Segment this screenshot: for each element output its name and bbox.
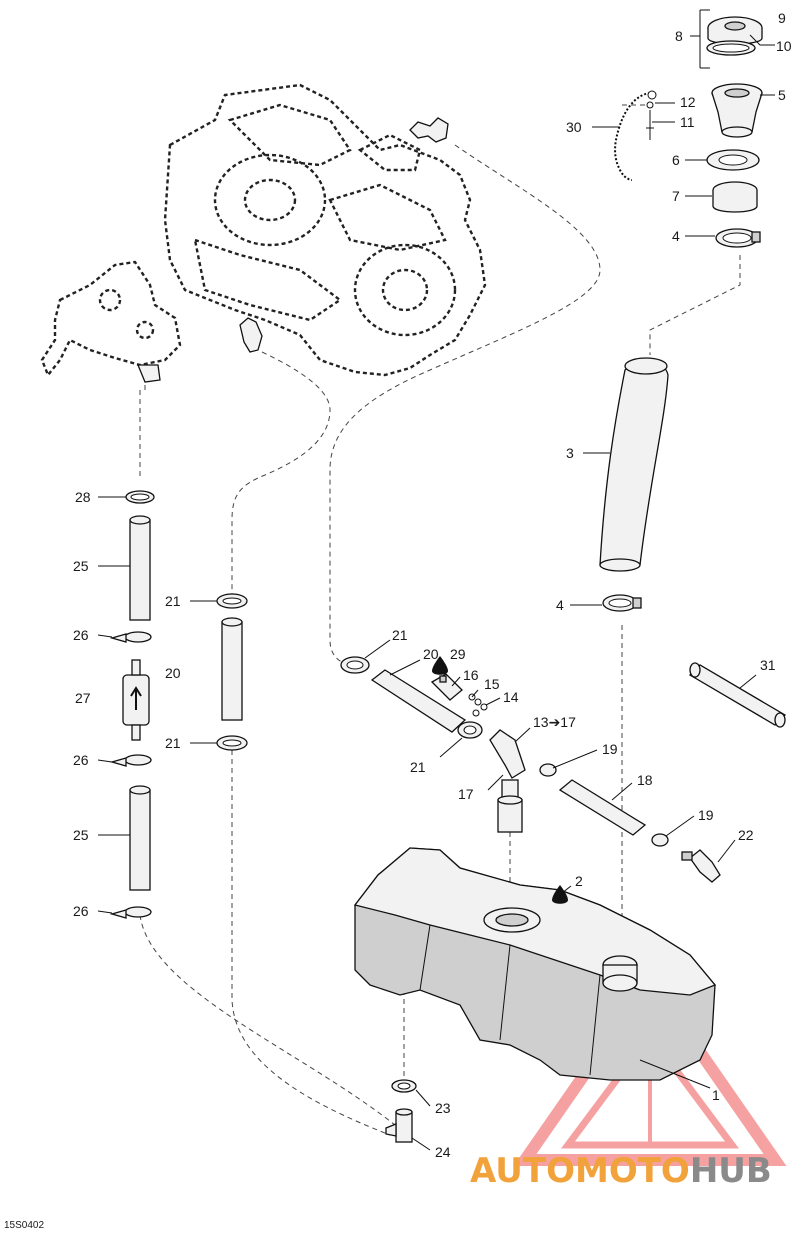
callout-labels: 1 2 3 4 4 5 6 7 8 9 10 11 12 13➔17 14 15… — [73, 10, 792, 1160]
clamp-21-right-upper — [340, 656, 370, 674]
callout-2: 2 — [575, 873, 583, 889]
clamp-21-lower — [216, 735, 248, 751]
brand-logo: AUTOMOTOHUB — [470, 1151, 772, 1191]
brand-auto: AUTO — [470, 1151, 575, 1191]
clamp-21-upper — [216, 593, 248, 609]
drop-icon-29 — [432, 656, 448, 675]
callout-21-d: 21 — [410, 759, 426, 775]
svg-text:AUTOMOTOHUB: AUTOMOTOHUB — [470, 1151, 772, 1191]
callout-27: 27 — [75, 690, 91, 706]
callout-20-right: 20 — [423, 646, 439, 662]
callout-26-lower: 26 — [73, 903, 89, 919]
callout-16: 16 — [463, 667, 479, 683]
brand-hub: HUB — [690, 1151, 772, 1191]
callout-5: 5 — [778, 87, 786, 103]
clamp-28 — [125, 490, 155, 504]
vent-hose-18 — [558, 779, 647, 836]
callout-6: 6 — [672, 152, 680, 168]
callout-26-upper: 26 — [73, 627, 89, 643]
hose-25-lower — [129, 785, 151, 891]
callout-3: 3 — [566, 445, 574, 461]
clamp-21-right-lower — [457, 721, 483, 739]
clamp-26-lower — [109, 906, 152, 919]
callout-21-a: 21 — [165, 593, 181, 609]
hose-20-middle — [221, 617, 243, 721]
callout-30: 30 — [566, 119, 582, 135]
callout-25-upper: 25 — [73, 558, 89, 574]
hose-20-right — [370, 669, 467, 733]
callout-9: 9 — [778, 10, 786, 26]
callout-28: 28 — [75, 489, 91, 505]
hose-clamp-lower — [602, 594, 642, 612]
vent-valve — [430, 673, 463, 701]
callout-25-lower: 25 — [73, 827, 89, 843]
clip-19-lower — [651, 833, 669, 847]
leader-lines — [97, 9, 775, 1151]
callout-17: 17 — [458, 786, 474, 802]
check-valve-22 — [681, 849, 721, 883]
callout-21-c: 21 — [392, 627, 408, 643]
tether-chain — [614, 90, 657, 181]
callout-21-b: 21 — [165, 735, 181, 751]
clamp-26-middle — [109, 754, 152, 767]
callout-12: 12 — [680, 94, 696, 110]
callout-1: 1 — [712, 1087, 720, 1103]
callout-31: 31 — [760, 657, 776, 673]
callout-29: 29 — [450, 646, 466, 662]
fuel-tank — [353, 847, 717, 1081]
engine-fitting-top — [409, 117, 449, 143]
callout-18: 18 — [637, 772, 653, 788]
vent-hose — [688, 662, 787, 728]
cap-gasket — [706, 40, 756, 56]
fuel-pickup-assembly — [489, 729, 526, 833]
diagram-id: 15S0402 — [4, 1220, 44, 1231]
callout-26-middle: 26 — [73, 752, 89, 768]
small-parts-14-15 — [468, 693, 488, 717]
drop-icon-2 — [552, 885, 568, 904]
fuel-cap[interactable] — [707, 16, 763, 45]
callout-24: 24 — [435, 1144, 451, 1160]
fuel-filter — [122, 659, 150, 741]
callout-15: 15 — [484, 676, 500, 692]
hose-25-upper — [129, 515, 151, 621]
callout-14: 14 — [503, 689, 519, 705]
callout-20-left: 20 — [165, 665, 181, 681]
callout-10: 10 — [776, 38, 792, 54]
filler-washer — [706, 149, 760, 171]
callout-7: 7 — [672, 188, 680, 204]
callout-19-lower: 19 — [698, 807, 714, 823]
filler-neck — [711, 83, 763, 138]
clip-19-upper — [539, 763, 557, 777]
callout-11: 11 — [680, 114, 695, 130]
engine-fitting-left — [239, 317, 263, 353]
callout-23: 23 — [435, 1100, 451, 1116]
filler-hose — [599, 357, 669, 572]
engine-outline — [163, 83, 487, 377]
callout-13-17: 13➔17 — [533, 714, 576, 730]
fuel-pump-outline — [40, 260, 182, 383]
callout-19-upper: 19 — [602, 741, 618, 757]
callout-4-lower: 4 — [556, 597, 564, 613]
callout-4-top: 4 — [672, 228, 680, 244]
filler-clamp — [715, 228, 761, 248]
callout-22: 22 — [738, 827, 754, 843]
clamp-26-upper — [109, 631, 152, 643]
callout-8: 8 — [675, 28, 683, 44]
filler-nut — [712, 181, 758, 213]
fitting-24 — [385, 1108, 413, 1143]
brand-moto: MOTO — [575, 1151, 690, 1191]
grommet-23 — [391, 1079, 417, 1093]
